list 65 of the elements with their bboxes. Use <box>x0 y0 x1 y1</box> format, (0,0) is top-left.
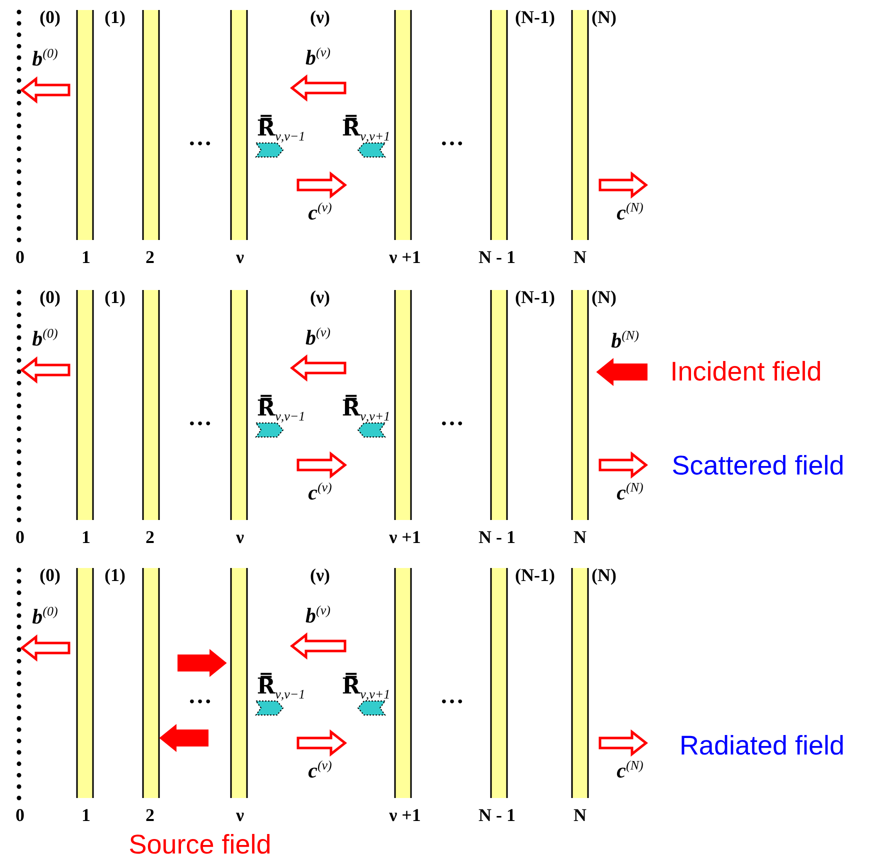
ellipsis: … <box>440 126 464 150</box>
coefficient-label: b$^{(ν)}$ <box>306 46 330 68</box>
region-label: (N-1) <box>515 288 555 306</box>
field-label: Incident field <box>670 358 822 386</box>
region-label: (0) <box>40 288 60 306</box>
interface-number: 2 <box>146 528 154 546</box>
interface-number: ν +1 <box>389 528 421 546</box>
interface-number: ν <box>236 528 244 546</box>
interface-number: 1 <box>82 248 90 266</box>
reflection-matrix-label: R̿$_{ν,ν+1}$ <box>342 675 390 701</box>
ellipsis: … <box>440 406 464 430</box>
region-label: (ν) <box>310 288 330 306</box>
interface-number: 2 <box>146 248 154 266</box>
interface-number: ν <box>236 806 244 824</box>
reflection-matrix-label: R̿$_{ν,ν+1}$ <box>342 117 390 143</box>
interface-number: N <box>574 806 586 824</box>
interface-number: 2 <box>146 806 154 824</box>
interface-number: ν +1 <box>389 248 421 266</box>
region-label: (0) <box>40 8 60 26</box>
coefficient-label: b$^{(0)}$ <box>32 604 58 628</box>
coefficient-label: b$^{(0)}$ <box>32 326 58 350</box>
coefficient-label: c$^{(ν)}$ <box>308 200 332 224</box>
reflection-matrix-label: R̿$_{ν,ν−1}$ <box>256 397 306 423</box>
interface-number: N - 1 <box>478 528 516 546</box>
coefficient-label: b$^{(ν)}$ <box>306 326 330 348</box>
interface-number: 1 <box>82 806 90 824</box>
reflection-matrix-label: R̿$_{ν,ν−1}$ <box>256 675 306 701</box>
field-label: Source field <box>128 832 272 858</box>
region-label: (N) <box>592 288 616 306</box>
interface-number: N <box>574 248 586 266</box>
interface-number: N <box>574 528 586 546</box>
coefficient-label: b$^{(N)}$ <box>611 328 639 352</box>
reflection-matrix-label: R̿$_{ν,ν+1}$ <box>342 397 390 423</box>
interface-number: ν +1 <box>389 806 421 824</box>
ellipsis: … <box>188 126 212 150</box>
ellipsis: … <box>188 406 212 430</box>
region-label: (0) <box>40 566 60 584</box>
interface-number: N - 1 <box>478 248 516 266</box>
region-label: (N-1) <box>515 8 555 26</box>
interface-number: 0 <box>16 248 24 266</box>
coefficient-label: c$^{(N)}$ <box>616 758 644 782</box>
interface-number: ν <box>236 248 244 266</box>
region-label: (1) <box>104 8 126 26</box>
interface-number: 1 <box>82 528 90 546</box>
region-label: (N) <box>592 566 616 584</box>
region-label: (N) <box>592 8 616 26</box>
region-label: (ν) <box>310 8 330 26</box>
reflection-matrix-label: R̿$_{ν,ν−1}$ <box>256 117 306 143</box>
region-label: (ν) <box>310 566 330 584</box>
coefficient-label: c$^{(ν)}$ <box>308 758 332 782</box>
coefficient-label: c$^{(ν)}$ <box>308 480 332 504</box>
region-label: (N-1) <box>515 566 555 584</box>
region-label: (1) <box>104 566 126 584</box>
ellipsis: … <box>188 684 212 708</box>
coefficient-label: b$^{(0)}$ <box>32 46 58 70</box>
region-label: (1) <box>104 288 126 306</box>
ellipsis: … <box>440 684 464 708</box>
coefficient-label: c$^{(N)}$ <box>616 480 644 504</box>
interface-number: N - 1 <box>478 806 516 824</box>
interface-number: 0 <box>16 528 24 546</box>
interface-number: 0 <box>16 806 24 824</box>
coefficient-label: b$^{(ν)}$ <box>306 604 330 626</box>
field-label: Radiated field <box>679 732 845 760</box>
coefficient-label: c$^{(N)}$ <box>616 200 644 224</box>
field-label: Scattered field <box>672 452 844 480</box>
